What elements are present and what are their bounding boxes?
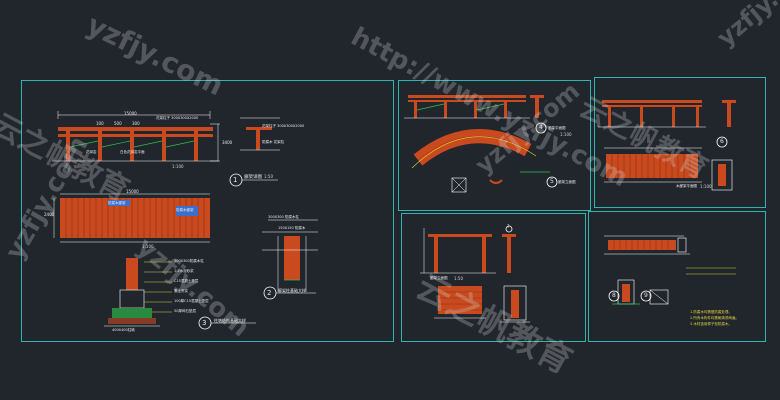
plan-total-dim: 15000 bbox=[126, 189, 139, 194]
bottom-mid-note-2: 1:50 bbox=[454, 276, 463, 281]
callout-1-title: 廊架详图 bbox=[244, 175, 262, 180]
callout-2-title: 廊架柱基础大样 bbox=[278, 288, 306, 293]
callout-8-number: 8 bbox=[612, 292, 616, 299]
callout-1-number: 1 bbox=[233, 176, 238, 184]
pergola-plan bbox=[53, 193, 210, 243]
callout-3-title: 柱墩结构基础大样 bbox=[214, 318, 246, 323]
bottom-mid-elevation bbox=[420, 225, 516, 274]
top-mid-note-3: 廊架立面图 bbox=[558, 180, 576, 184]
callout-4-circle bbox=[535, 122, 547, 134]
callout-6-number: 6 bbox=[720, 138, 724, 145]
callout-2-number: 2 bbox=[267, 289, 272, 297]
pergola-detail-small bbox=[451, 171, 550, 193]
elevation-height-dim: 3400 bbox=[222, 140, 233, 145]
plan-scale: 1:100 bbox=[142, 244, 154, 249]
callout-2-note-top: 300X300 防腐木柱 bbox=[268, 215, 299, 219]
elevation-note-left: 花岗岩 bbox=[86, 150, 97, 154]
elevation-note-bottom: 白色花岗岩平面 bbox=[120, 150, 145, 154]
column-head-detail bbox=[240, 117, 280, 151]
sheet-frame-bottom-right bbox=[588, 211, 766, 342]
plan-note-right: 防腐木廊架 bbox=[176, 208, 194, 212]
sheet-frame-main bbox=[21, 80, 394, 342]
top-mid-note-1: 廊架平面图 bbox=[548, 126, 566, 130]
elevation-bay-dim-b: 500 bbox=[114, 121, 122, 126]
section-note-4: 素土夯实 bbox=[174, 289, 188, 293]
section-note-5: 100厚C15混凝土垫层 bbox=[174, 299, 209, 303]
section-note-3: C15混凝土垫层 bbox=[174, 279, 199, 283]
callout-9-number: 9 bbox=[644, 292, 648, 299]
foundation-section bbox=[104, 258, 172, 327]
elevation-bay-dim-c: 300 bbox=[132, 121, 140, 126]
callout-8-circle bbox=[608, 290, 620, 302]
elevation-bay-dim-a: 100 bbox=[96, 121, 104, 126]
elevation-scale: 1:100 bbox=[172, 164, 184, 169]
bottom-right-note-1: 1.防腐木均需做防腐处理。 bbox=[690, 310, 732, 314]
section-bottom-note: 400X400柱墩 bbox=[112, 328, 135, 332]
sheet-frame-top-middle bbox=[398, 80, 591, 211]
bottom-mid-plan bbox=[434, 285, 530, 323]
sheet-frame-bottom-middle bbox=[401, 213, 586, 342]
elevation-note-right-b: 防腐木 花架柱 bbox=[262, 140, 285, 144]
section-note-6: 50厚碎石垫层 bbox=[174, 309, 196, 313]
section-note-2: 1:2水泥砂浆 bbox=[174, 269, 194, 273]
callout-1-scale: 1:50 bbox=[264, 174, 273, 179]
plan-side-dim: 2400 bbox=[44, 212, 55, 217]
top-right-elevation bbox=[598, 100, 736, 128]
column-base-detail bbox=[262, 219, 318, 292]
sheet-frame-top-right bbox=[594, 77, 766, 208]
callout-7-number: 7 bbox=[507, 224, 510, 229]
top-mid-note-2: 1:100 bbox=[560, 132, 572, 137]
bottom-mid-note-1: 廊架立面图 bbox=[430, 276, 448, 280]
elevation-note-right-a: 花架柱子 300X300X2000 bbox=[262, 124, 305, 128]
elevation-total-dim: 15000 bbox=[124, 111, 137, 116]
callout-5-circle bbox=[546, 176, 558, 188]
callout-6-circle bbox=[716, 136, 728, 148]
bottom-right-note-2: 2.所有木构件均需刷清漆两遍。 bbox=[690, 316, 739, 320]
callout-9-circle bbox=[640, 290, 652, 302]
section-note-1: 300X300防腐木柱 bbox=[174, 259, 204, 263]
pergola-elevation bbox=[52, 111, 220, 162]
plan-note-left: 防腐木廊架 bbox=[108, 201, 126, 205]
curved-pergola-plan bbox=[411, 129, 537, 169]
callout-2-note-mid: 150X150 防腐木 bbox=[278, 226, 306, 230]
top-right-plan bbox=[604, 147, 733, 191]
elevation-note-top: 花架柱子 300X300X2000 bbox=[156, 116, 199, 120]
top-right-note-1: 木廊架平面图 bbox=[676, 184, 697, 188]
bottom-right-note-3: 3.木材选用樟子松防腐木。 bbox=[690, 322, 732, 326]
bottom-right-detail bbox=[612, 267, 736, 305]
callout-5-number: 5 bbox=[550, 178, 554, 185]
callout-3-number: 3 bbox=[202, 319, 207, 327]
callout-4-number: 4 bbox=[539, 124, 543, 131]
bottom-right-plan bbox=[604, 235, 690, 255]
top-right-note-2: 1:100 bbox=[700, 184, 712, 189]
top-mid-elevation bbox=[404, 95, 544, 119]
